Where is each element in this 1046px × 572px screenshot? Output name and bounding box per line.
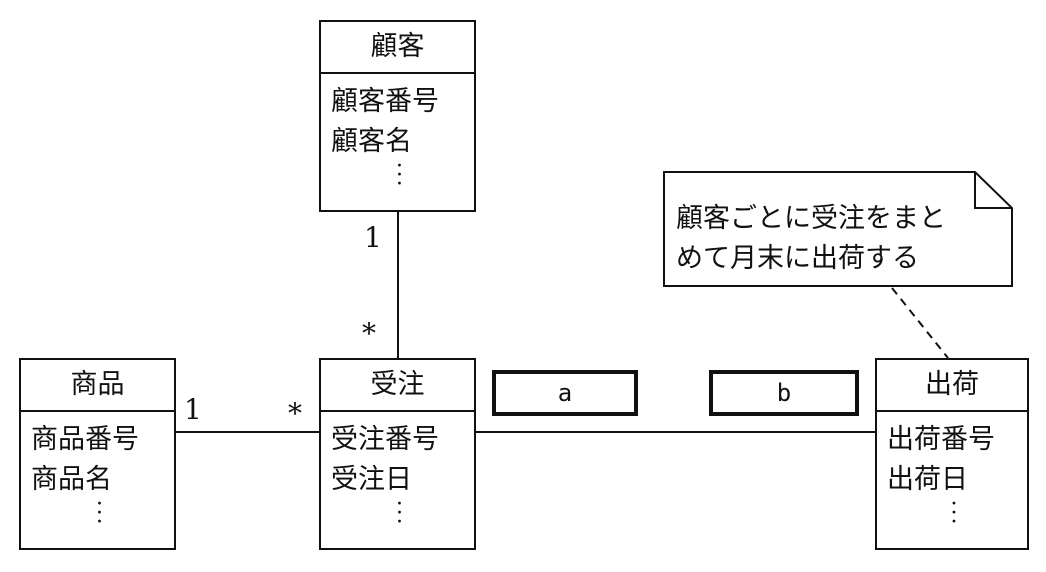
attr-customer-name: 顧客名 — [331, 126, 412, 157]
attr-order-number: 受注番号 — [331, 424, 439, 455]
ellipsis-icon: ··· — [950, 492, 958, 535]
class-shipment-attrs: 出荷番号 出荷日 ··· — [877, 412, 1027, 535]
ellipsis-icon: ··· — [396, 492, 403, 535]
multiplicity-customer-end: 1 — [364, 221, 382, 254]
note-fold — [974, 172, 1012, 209]
class-product-attrs: 商品番号 商品名 ··· — [21, 412, 174, 535]
multiplicity-product-end: 1 — [184, 393, 202, 426]
class-shipment-name: 出荷 — [877, 360, 1027, 412]
class-shipment: 出荷 出荷番号 出荷日 ··· — [875, 358, 1029, 550]
note-box — [663, 171, 1013, 287]
class-product: 商品 商品番号 商品名 ··· — [19, 358, 176, 550]
class-order-name: 受注 — [321, 360, 474, 412]
ellipsis-icon: ··· — [396, 154, 403, 197]
class-product-name: 商品 — [21, 360, 174, 412]
blank-b: b — [709, 370, 859, 416]
blank-a: a — [492, 370, 638, 416]
note-anchor — [891, 287, 949, 359]
multiplicity-order-customer-end: * — [362, 317, 376, 350]
class-customer-attrs: 顧客番号 顧客名 ··· — [321, 74, 474, 197]
class-customer-name: 顧客 — [321, 22, 474, 74]
attr-customer-number: 顧客番号 — [331, 86, 439, 117]
ellipsis-icon: ··· — [96, 492, 103, 535]
attr-product-number: 商品番号 — [31, 424, 139, 455]
class-customer: 顧客 顧客番号 顧客名 ··· — [319, 20, 476, 212]
multiplicity-order-product-end: * — [288, 397, 302, 430]
attr-product-name: 商品名 — [31, 464, 112, 495]
class-order: 受注 受注番号 受注日 ··· — [319, 358, 476, 550]
note-line-1: 顧客ごとに受注をまと — [676, 203, 946, 234]
attr-shipment-date: 出荷日 — [887, 464, 968, 495]
attr-shipment-number: 出荷番号 — [887, 424, 995, 455]
class-order-attrs: 受注番号 受注日 ··· — [321, 412, 474, 535]
attr-order-date: 受注日 — [331, 464, 412, 495]
note-line-2: めて月末に出荷する — [676, 243, 919, 274]
